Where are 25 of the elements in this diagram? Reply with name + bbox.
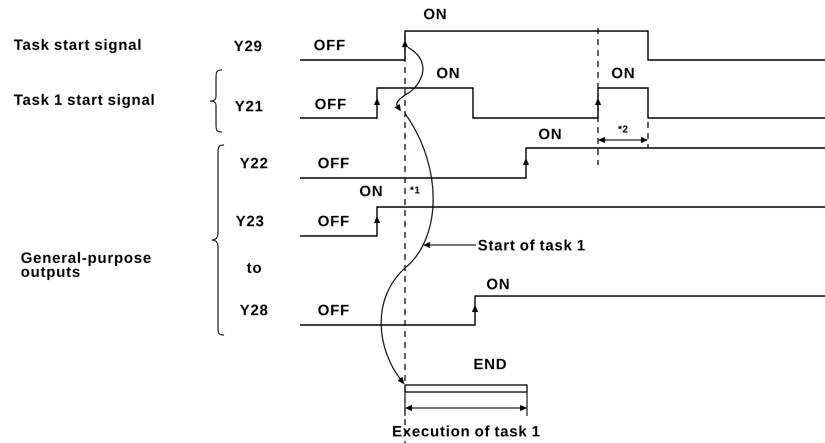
annotation-text: Start of task 1 <box>478 239 585 250</box>
range-label: to <box>246 263 262 273</box>
waveform <box>300 30 825 61</box>
signal-name: General-purpose outputs <box>21 252 151 280</box>
state-label: OFF <box>318 158 349 168</box>
state-label: ON <box>437 68 459 78</box>
device-label: Y28 <box>240 304 268 316</box>
signal-name: Task 1 start signal <box>14 94 154 108</box>
state-label: OFF <box>315 98 346 110</box>
state-label: OFF <box>318 304 349 316</box>
state-label: ON <box>360 186 382 196</box>
end-label: END <box>474 358 506 370</box>
device-label: Y29 <box>234 40 262 52</box>
state-label: ON <box>612 68 634 78</box>
state-label: OFF <box>318 216 349 226</box>
state-label: OFF <box>314 40 345 50</box>
device-label: Y21 <box>234 100 262 112</box>
signal-name: Task start signal <box>14 38 140 54</box>
device-label: Y23 <box>236 216 264 226</box>
device-label: Y22 <box>240 158 268 168</box>
execution-bar <box>404 384 528 393</box>
waveform <box>300 87 825 119</box>
note-mark: *1 <box>410 186 420 194</box>
dimension-label: Execution of task 1 <box>393 425 540 436</box>
state-label: ON <box>487 278 509 290</box>
